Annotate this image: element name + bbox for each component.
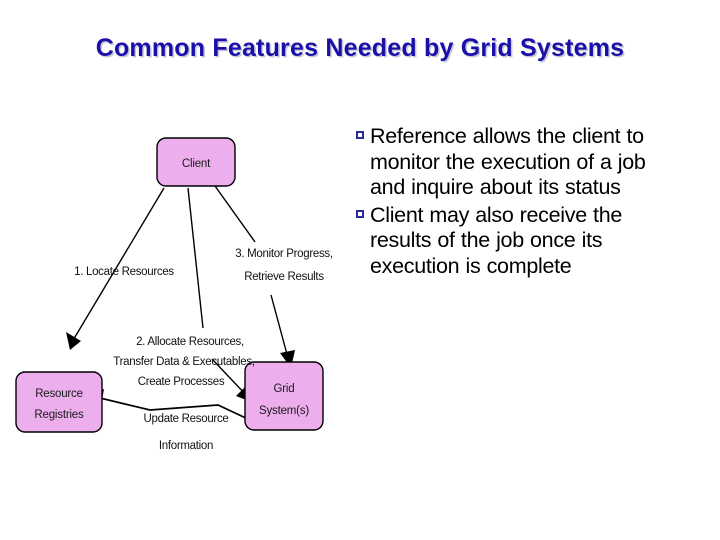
bullet-text: Reference allows the client to monitor t…: [370, 124, 646, 199]
edge-label-monitor-line2: Retrieve Results: [244, 271, 324, 283]
grid-architecture-diagram: Client Resource Registries Grid System(s…: [0, 110, 360, 490]
node-label-line2: System(s): [259, 405, 309, 417]
list-item: Reference allows the client to monitor t…: [356, 124, 652, 201]
edge-label-monitor-line1: 3. Monitor Progress,: [235, 248, 333, 260]
bullet-text: Client may also receive the results of t…: [370, 202, 623, 278]
list-item: Client may also receive the results of t…: [356, 203, 652, 280]
edge-label-allocate-line2: Transfer Data & Executables,: [113, 356, 254, 368]
edge-line: [99, 397, 251, 421]
edge-client-to-registries: [66, 187, 165, 350]
edge-line: [187, 187, 204, 329]
page-title: Common Features Needed by Grid Systems: [95, 34, 625, 62]
node-label-line1: Resource: [35, 388, 83, 400]
square-bullet-icon: [356, 209, 364, 218]
edge-label-update-line1: Update Resource: [144, 413, 229, 425]
node-label-line2: Registries: [34, 409, 84, 421]
edge-line: [71, 187, 165, 343]
body-text-block: Reference allows the client to monitor t…: [356, 124, 652, 281]
edge-client-to-grid-allocate: [187, 187, 254, 403]
edge-line: [214, 185, 256, 243]
node-client: Client: [156, 137, 236, 187]
edge-label-allocate-line1: 2. Allocate Resources,: [136, 336, 244, 348]
edge-label-allocate-line3: Create Processes: [138, 376, 225, 388]
node-box: [156, 137, 236, 187]
arrow-head-icon: [66, 332, 81, 350]
node-grid-systems: Grid System(s): [244, 361, 324, 431]
node-label: Client: [182, 158, 211, 170]
node-box: [15, 371, 103, 433]
edge-label-update-line2: Information: [159, 440, 213, 452]
node-label-line1: Grid: [274, 383, 295, 395]
node-box: [244, 361, 324, 431]
edge-label-locate-resources: 1. Locate Resources: [74, 266, 174, 278]
node-resource-registries: Resource Registries: [15, 371, 103, 433]
square-bullet-icon: [356, 131, 364, 139]
edge-line-2: [270, 294, 289, 359]
